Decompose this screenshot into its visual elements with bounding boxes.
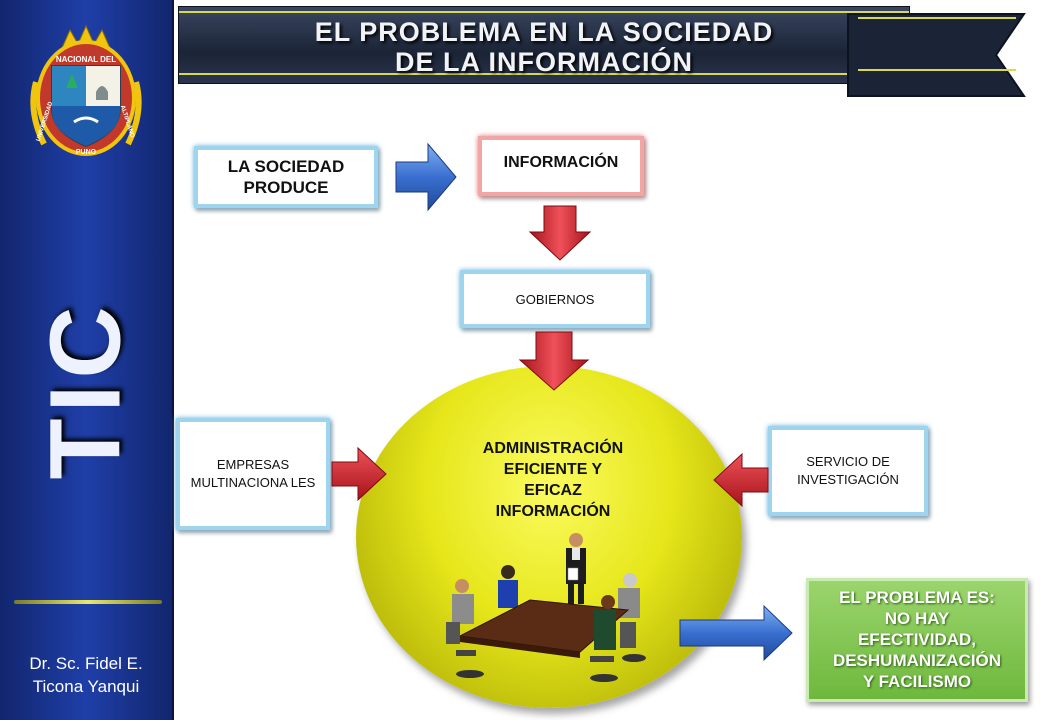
center-line-4: INFORMACIÓN — [495, 503, 611, 520]
logo-text-top: NACIONAL DEL — [56, 55, 116, 64]
title-bottom-line — [179, 73, 909, 75]
title-tab-shape — [847, 13, 1026, 97]
center-line-1: ADMINISTRACIÓN — [482, 440, 624, 457]
title-top-line — [179, 11, 909, 13]
logo-text-bottom: PUNO — [76, 149, 97, 156]
center-line-3: EFICAZ — [524, 482, 582, 499]
sidebar-divider — [14, 600, 162, 604]
title-banner: EL PROBLEMA EN LA SOCIEDAD DE LA INFORMA… — [178, 6, 910, 84]
sidebar: NACIONAL DEL UNIVERSIDAD ALTIPLANO PUNO … — [0, 0, 174, 720]
center-circle-text: ADMINISTRACIÓN EFICIENTE Y EFICAZ INFORM… — [440, 438, 666, 522]
arrow-servicio-to-circle — [713, 452, 769, 508]
problem-box: EL PROBLEMA ES: NO HAY EFECTIVIDAD, DESH… — [806, 578, 1028, 702]
problem-line-2: NO HAY — [884, 609, 950, 628]
problem-line-1: EL PROBLEMA ES: — [839, 588, 995, 607]
box-informacion: INFORMACIÓN — [478, 136, 644, 196]
author-credit: Dr. Sc. Fidel E. Ticona Yanqui — [10, 652, 162, 698]
box-gobiernos: GOBIERNOS — [460, 270, 650, 328]
problem-line-3: EFECTIVIDAD, — [857, 630, 977, 649]
title-line-1: EL PROBLEMA EN LA SOCIEDAD — [314, 17, 774, 47]
box-sociedad-produce: LA SOCIEDAD PRODUCE — [194, 146, 378, 208]
box-servicio-investigacion: SERVICIO DE INVESTIGACIÓN — [768, 426, 928, 516]
arrow-sociedad-to-informacion — [395, 142, 457, 212]
arrow-empresas-to-circle — [331, 446, 387, 502]
meeting-people-illustration — [446, 533, 646, 682]
arrow-circle-to-problem — [679, 604, 793, 662]
problem-line-5: Y FACILISMO — [862, 672, 972, 691]
arrow-informacion-to-gobiernos — [528, 205, 592, 261]
title-line-2: DE LA INFORMACIÓN — [395, 47, 693, 77]
arrow-gobiernos-to-circle — [518, 331, 590, 391]
page-title: EL PROBLEMA EN LA SOCIEDAD DE LA INFORMA… — [179, 17, 909, 77]
problem-line-4: DESHUMANIZACIÓN — [832, 651, 1002, 670]
vertical-tic-label: TIC — [29, 300, 142, 480]
university-seal-icon: NACIONAL DEL UNIVERSIDAD ALTIPLANO PUNO — [30, 24, 142, 156]
author-line-2: Ticona Yanqui — [32, 677, 140, 696]
author-line-1: Dr. Sc. Fidel E. — [29, 654, 143, 673]
box-empresas-multinacionales: EMPRESAS MULTINACIONA LES — [176, 418, 330, 530]
center-line-2: EFICIENTE Y — [503, 461, 603, 478]
